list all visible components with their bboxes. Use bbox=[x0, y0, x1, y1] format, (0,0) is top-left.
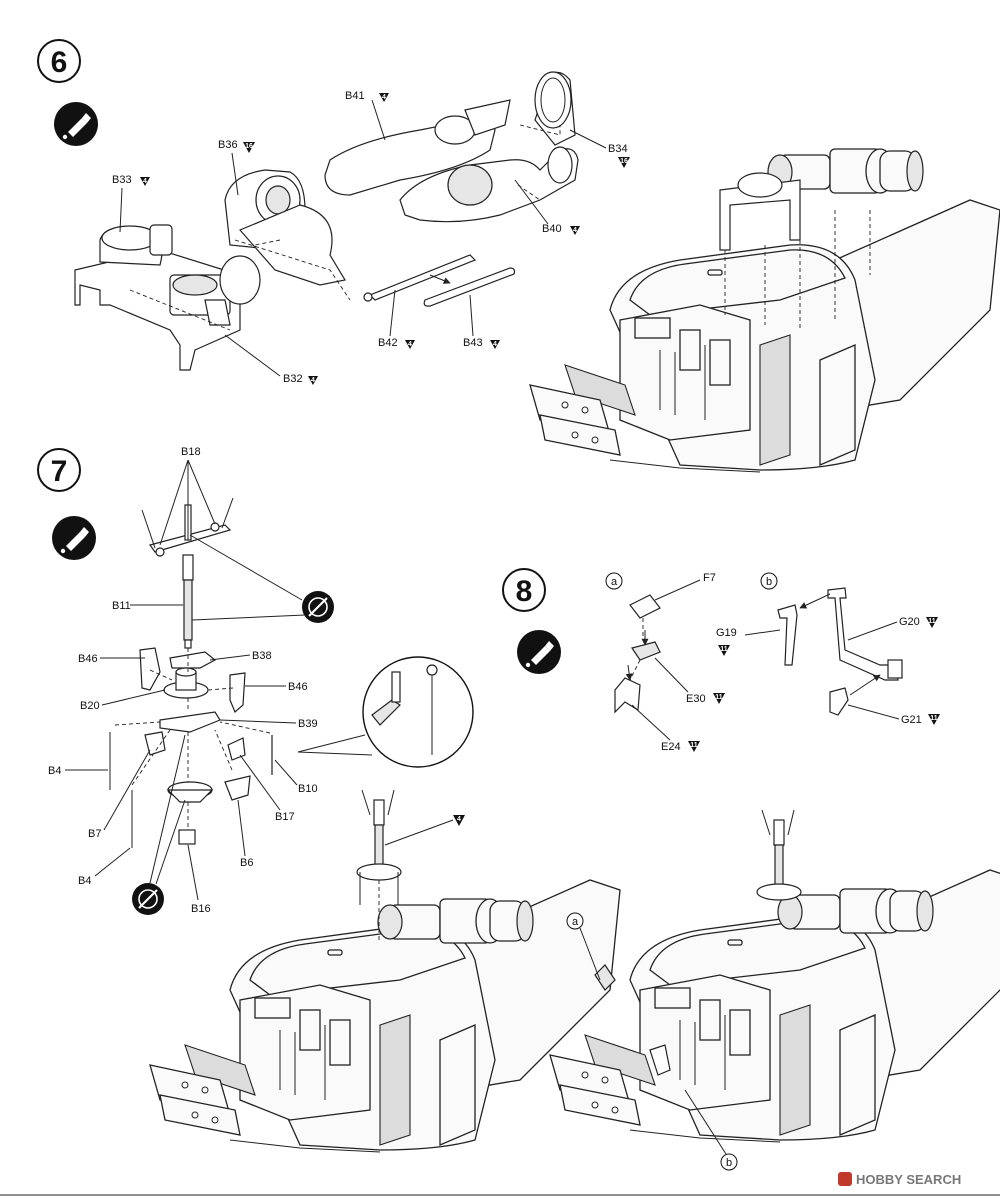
svg-text:4: 4 bbox=[457, 816, 461, 823]
part-b11 bbox=[182, 554, 194, 649]
part-b17 bbox=[227, 737, 246, 761]
svg-text:11: 11 bbox=[928, 618, 936, 625]
step8-tags: 11 11 11 11 11 bbox=[688, 617, 940, 752]
step6-labels: B41 B36 B34 B33 B40 B42 B43 B32 bbox=[112, 90, 628, 385]
glue-tube-icon bbox=[517, 630, 561, 674]
svg-text:4: 4 bbox=[573, 227, 577, 234]
glue-tube-icon bbox=[52, 516, 96, 560]
label-e24: E24 bbox=[661, 741, 681, 753]
svg-text:4: 4 bbox=[311, 377, 315, 384]
label-b34: B34 bbox=[608, 143, 628, 155]
label-f7: F7 bbox=[703, 572, 716, 584]
part-f7 bbox=[629, 594, 661, 619]
subassembly-a: a bbox=[605, 572, 661, 714]
svg-text:16: 16 bbox=[245, 143, 253, 150]
no-glue-icon bbox=[132, 883, 164, 915]
part-b36-plate bbox=[238, 204, 346, 286]
part-b39 bbox=[159, 711, 221, 733]
step7-guides bbox=[114, 648, 271, 828]
label-b6: B6 bbox=[240, 857, 253, 869]
label-b46-left: B46 bbox=[78, 653, 98, 665]
svg-text:4: 4 bbox=[382, 94, 386, 101]
svg-text:4: 4 bbox=[408, 341, 412, 348]
part-e30 bbox=[631, 641, 661, 661]
step-8: 8 a b bbox=[502, 568, 1000, 1171]
label-g20: G20 bbox=[899, 616, 920, 628]
part-b7 bbox=[144, 731, 166, 756]
svg-text:11: 11 bbox=[690, 742, 698, 749]
part-g19 bbox=[777, 604, 798, 666]
part-b6 bbox=[224, 775, 251, 801]
mast-assembly bbox=[356, 789, 402, 940]
step7-hull-assembly: 4 bbox=[149, 789, 621, 1153]
step-number-6: 6 bbox=[51, 46, 68, 79]
label-b39: B39 bbox=[298, 718, 318, 730]
label-b16: B16 bbox=[191, 903, 211, 915]
step-7: 7 bbox=[37, 446, 621, 1153]
svg-text:11: 11 bbox=[715, 694, 723, 701]
label-g19: G19 bbox=[716, 627, 737, 639]
part-b41 bbox=[324, 99, 511, 196]
part-b38 bbox=[169, 651, 217, 669]
label-e30: E30 bbox=[686, 693, 706, 705]
label-b36: B36 bbox=[218, 139, 238, 151]
step6-guides bbox=[129, 124, 561, 331]
marker-b: b bbox=[766, 576, 772, 588]
label-b20: B20 bbox=[80, 700, 100, 712]
part-b46-left bbox=[139, 647, 161, 691]
label-b46-right: B46 bbox=[288, 681, 308, 693]
svg-text:16: 16 bbox=[620, 158, 628, 165]
part-g21 bbox=[829, 687, 849, 716]
label-g21: G21 bbox=[901, 714, 922, 726]
no-glue-icon bbox=[302, 591, 334, 623]
part-b42 bbox=[363, 254, 477, 302]
glue-tube-icon bbox=[54, 102, 98, 146]
label-b10: B10 bbox=[298, 783, 318, 795]
label-b33: B33 bbox=[112, 174, 132, 186]
watermark: HOBBY SEARCH bbox=[838, 1172, 961, 1187]
svg-text:4: 4 bbox=[493, 341, 497, 348]
label-b38: B38 bbox=[252, 650, 272, 662]
part-b34 bbox=[534, 71, 576, 146]
label-b7: B7 bbox=[88, 828, 101, 840]
part-b40 bbox=[399, 146, 579, 223]
part-b33-b32-frame bbox=[74, 224, 261, 371]
step8-hull-assembly bbox=[549, 809, 1000, 1143]
svg-text:11: 11 bbox=[720, 646, 728, 653]
svg-text:11: 11 bbox=[930, 715, 938, 722]
marker-a-hull: a bbox=[572, 916, 579, 928]
subassembly-b: b bbox=[760, 572, 903, 716]
watermark-text: HOBBY SEARCH bbox=[856, 1172, 961, 1187]
step-number-7: 7 bbox=[51, 455, 68, 488]
marker-a: a bbox=[611, 576, 618, 588]
step6-tags: 4 16 16 4 4 4 4 4 bbox=[140, 93, 630, 385]
svg-text:4: 4 bbox=[143, 178, 147, 185]
label-b43: B43 bbox=[463, 337, 483, 349]
step-6: 6 bbox=[37, 39, 1000, 473]
detail-inset bbox=[297, 656, 474, 768]
part-b46-right bbox=[229, 672, 246, 714]
label-b41: B41 bbox=[345, 90, 365, 102]
step8-labels: F7 G19 G20 E30 E24 G21 bbox=[631, 572, 922, 753]
label-b17: B17 bbox=[275, 811, 295, 823]
marker-b-hull: b bbox=[726, 1157, 732, 1169]
label-b18: B18 bbox=[181, 446, 201, 458]
step-number-8: 8 bbox=[516, 575, 533, 608]
label-b32: B32 bbox=[283, 373, 303, 385]
step6-hull-assembly bbox=[529, 148, 1000, 473]
step7-labels: B18 B11 B46 B38 B46 B20 B39 B4 B10 B7 B1… bbox=[48, 446, 318, 915]
part-e24 bbox=[614, 677, 641, 714]
label-b4-lower: B4 bbox=[78, 875, 91, 887]
label-b42: B42 bbox=[378, 337, 398, 349]
label-b40: B40 bbox=[542, 223, 562, 235]
label-b4-upper: B4 bbox=[48, 765, 61, 777]
part-b16-mount bbox=[166, 781, 214, 845]
part-b43 bbox=[423, 267, 516, 307]
label-b11: B11 bbox=[112, 600, 131, 612]
part-b20 bbox=[163, 667, 209, 699]
